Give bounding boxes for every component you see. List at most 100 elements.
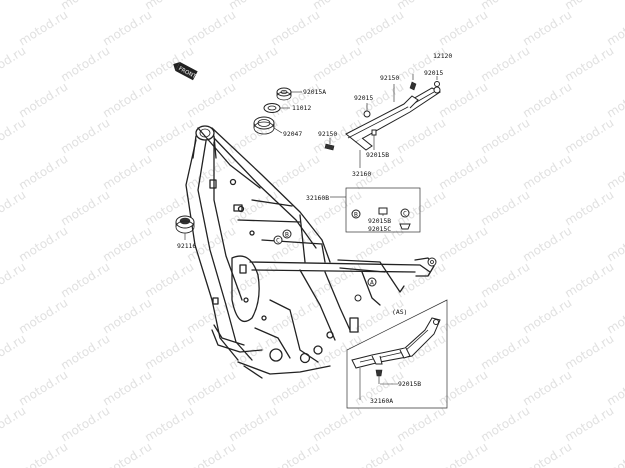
watermark-text: motod.ru	[352, 439, 406, 468]
watermark-text: motod.ru	[16, 223, 70, 264]
watermark-text: motod.ru	[436, 439, 490, 468]
watermark-text: motod.ru	[562, 187, 616, 228]
watermark-text: motod.ru	[478, 403, 532, 444]
watermark-text: motod.ru	[478, 187, 532, 228]
watermark-text: motod.ru	[100, 151, 154, 192]
watermark-text: motod.ru	[520, 367, 574, 408]
lower-bearing-part	[175, 215, 195, 240]
watermark-text: motod.ru	[100, 7, 154, 48]
watermark-text: motod.ru	[520, 151, 574, 192]
label-92015-left: 92015	[354, 94, 373, 102]
watermark-text: motod.ru	[142, 259, 196, 300]
watermark-text: motod.ru	[562, 0, 616, 13]
watermark-text: motod.ru	[0, 187, 28, 228]
watermark-text: motod.ru	[604, 295, 625, 336]
label-92015-top: 92015	[424, 69, 443, 77]
watermark-text: motod.ru	[436, 7, 490, 48]
watermark-text: motod.ru	[478, 115, 532, 156]
watermark-text: motod.ru	[478, 259, 532, 300]
watermark-text: motod.ru	[100, 295, 154, 336]
watermark-text: motod.ru	[604, 367, 625, 408]
watermark-text: motod.ru	[142, 331, 196, 372]
watermark-text: motod.ru	[58, 43, 112, 84]
watermark-text: motod.ru	[0, 331, 28, 372]
watermark-text: motod.ru	[268, 79, 322, 120]
callout-b: B	[282, 229, 292, 239]
watermark-text: motod.ru	[562, 43, 616, 84]
watermark-text: motod.ru	[394, 115, 448, 156]
watermark-text: motod.ru	[562, 259, 616, 300]
watermark-text: motod.ru	[604, 79, 625, 120]
watermark-text: motod.ru	[310, 259, 364, 300]
label-92047: 92047	[283, 130, 302, 138]
watermark-text: motod.ru	[520, 439, 574, 468]
watermark-text: motod.ru	[562, 403, 616, 444]
box-32160A	[346, 299, 448, 409]
watermark-text: motod.ru	[0, 259, 28, 300]
callout-a-label: A	[370, 279, 374, 287]
motorcycle-frame	[185, 125, 431, 379]
svg-text:B: B	[354, 211, 358, 219]
watermark-text: motod.ru	[310, 403, 364, 444]
watermark-text: motod.ru	[478, 0, 532, 13]
watermark-text: motod.ru	[0, 115, 28, 156]
watermark-text: motod.ru	[352, 7, 406, 48]
label-92116: 92116	[177, 242, 196, 250]
label-92015B-box: 92015B	[368, 217, 391, 225]
watermark-text: motod.ru	[16, 7, 70, 48]
upper-bracket-32160	[324, 74, 441, 168]
watermark-text: motod.ru	[520, 79, 574, 120]
watermark-text: motod.ru	[310, 43, 364, 84]
watermark-text: motod.ru	[184, 295, 238, 336]
callout-b-label: B	[285, 231, 289, 239]
watermark-text: motod.ru	[562, 115, 616, 156]
watermark-text: motod.ru	[100, 367, 154, 408]
watermark-text: motod.ru	[16, 151, 70, 192]
watermark-text: motod.ru	[0, 43, 28, 84]
watermark-text: motod.ru	[16, 439, 70, 468]
label-92015B-upper: 92015B	[366, 151, 389, 159]
watermark-text: motod.ru	[520, 223, 574, 264]
watermark-text: motod.ru	[100, 223, 154, 264]
watermark-text: motod.ru	[58, 0, 112, 13]
watermark-text: motod.ru	[100, 439, 154, 468]
watermark-text: motod.ru	[142, 0, 196, 13]
watermark-text: motod.ru	[16, 295, 70, 336]
watermark-text: motod.ru	[226, 0, 280, 13]
label-as-note: (AS)	[392, 308, 407, 316]
label-92015C: 92015C	[368, 225, 391, 233]
watermark-text: motod.ru	[352, 295, 406, 336]
watermark-text: motod.ru	[184, 7, 238, 48]
watermark-text: motod.ru	[604, 7, 625, 48]
watermark-text: motod.ru	[0, 403, 28, 444]
watermark-text: motod.ru	[268, 7, 322, 48]
watermark-text: motod.ru	[520, 295, 574, 336]
watermark-text: motod.ru	[604, 439, 625, 468]
label-92015A: 92015A	[303, 88, 326, 96]
watermark-text: motod.ru	[478, 331, 532, 372]
callout-a: A	[367, 277, 377, 287]
label-32160: 32160	[352, 170, 371, 178]
watermark-text: motod.ru	[520, 7, 574, 48]
watermark-text: motod.ru	[604, 151, 625, 192]
watermark-text: motod.ru	[142, 43, 196, 84]
watermark-text: motod.ru	[226, 403, 280, 444]
watermark-text: motod.ru	[268, 151, 322, 192]
watermark-text: motod.ru	[142, 403, 196, 444]
bolt-small	[354, 294, 362, 302]
watermark-text: motod.ru	[184, 367, 238, 408]
watermark-text: motod.ru	[394, 403, 448, 444]
watermark-text: motod.ru	[0, 0, 28, 13]
watermark-text: motod.ru	[436, 367, 490, 408]
watermark-text: motod.ru	[16, 367, 70, 408]
steering-bearing-parts	[253, 87, 302, 135]
watermark-text: motod.ru	[604, 223, 625, 264]
watermark-text: motod.ru	[184, 439, 238, 468]
watermark-text: motod.ru	[562, 331, 616, 372]
watermark-text: motod.ru	[268, 439, 322, 468]
watermark-text: motod.ru	[142, 115, 196, 156]
callout-c: C	[273, 235, 283, 245]
box-32160B: B C	[330, 187, 421, 233]
watermark-text: motod.ru	[436, 151, 490, 192]
